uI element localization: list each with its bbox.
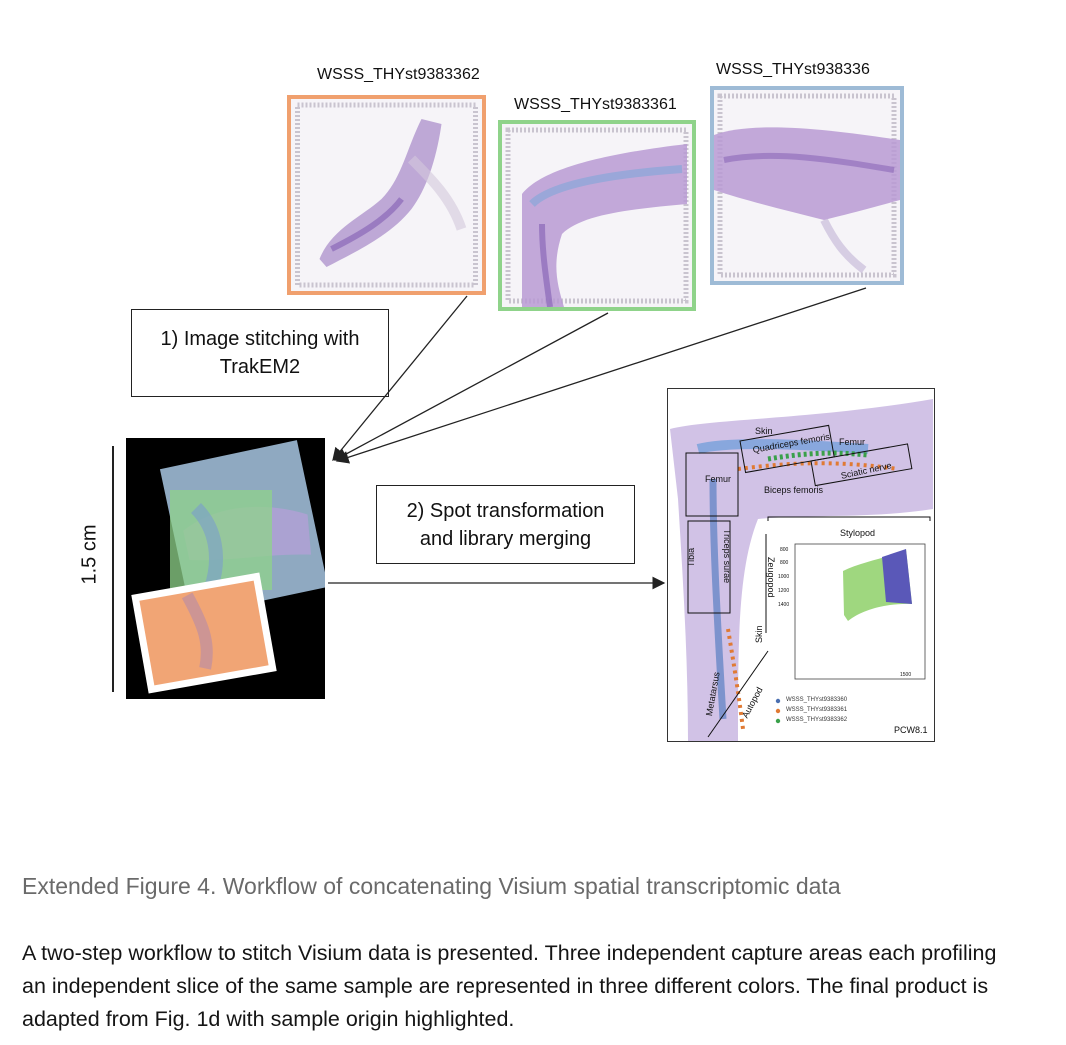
label-femur-right: Femur	[839, 437, 866, 447]
step-1-line-1: 1) Image stitching with	[160, 328, 360, 350]
step-2-line-1: 2) Spot transformation	[406, 499, 605, 522]
inset-tick-y2: 800	[780, 560, 789, 566]
capture-area-panel-1	[287, 95, 486, 295]
stitched-image	[126, 438, 329, 699]
label-zeugopod: Zeugopod	[766, 557, 776, 598]
step-1-line-2: TrakEM2	[219, 356, 301, 378]
figure-caption-title: Extended Figure 4. Workflow of concatena…	[22, 873, 841, 899]
inset-tick-y1: 800	[780, 547, 789, 553]
label-stage: PCW8.1	[894, 725, 928, 735]
label-biceps-femoris: Biceps femoris	[764, 485, 824, 495]
inset-tick-y3: 1000	[778, 574, 790, 580]
capture-area-label-2: WSSS_THYst9383361	[514, 96, 677, 113]
label-tibia: Tibia	[686, 547, 696, 567]
inset-tick-y4: 1200	[778, 588, 790, 594]
stitched-overlay-graphic	[131, 440, 329, 694]
label-skin-lower: Skin	[754, 625, 764, 643]
capture-area-label-3: WSSS_THYst938336	[716, 61, 870, 78]
step-2-line-2: and library merging	[419, 527, 592, 550]
legend-entry-2: WSSS_THYst9383361	[786, 707, 848, 713]
label-femur-left: Femur	[705, 474, 732, 484]
capture-area-panel-3	[710, 86, 904, 285]
inset-tick-x1: 1500	[900, 672, 912, 678]
scale-bar-label: 1.5 cm	[78, 524, 101, 585]
step-1-box: 1) Image stitching with TrakEM2	[131, 309, 389, 397]
step-2-box: 2) Spot transformation and library mergi…	[376, 485, 635, 564]
figure-caption-body: A two-step workflow to stitch Visium dat…	[22, 941, 997, 1031]
tissue-section-image-2	[505, 127, 689, 307]
capture-area-panel-2	[498, 120, 696, 311]
merged-result-panel: Skin Quadriceps femoris Femur Femur Bice…	[667, 388, 935, 742]
tissue-section-image-1	[295, 102, 478, 288]
legend-entry-1: WSSS_THYst9383360	[786, 697, 848, 703]
merged-tissue-graphic	[670, 399, 933, 741]
label-skin-top: Skin	[755, 426, 773, 436]
label-triceps-surae: Triceps surae	[722, 529, 732, 584]
capture-area-label-1: WSSS_THYst9383362	[317, 66, 480, 83]
tissue-section-image-3	[714, 93, 900, 278]
inset-tick-y5: 1400	[778, 602, 790, 608]
scale-bar	[112, 446, 114, 692]
legend-entry-3: WSSS_THYst9383362	[786, 717, 848, 723]
label-stylopod: Stylopod	[840, 528, 876, 538]
